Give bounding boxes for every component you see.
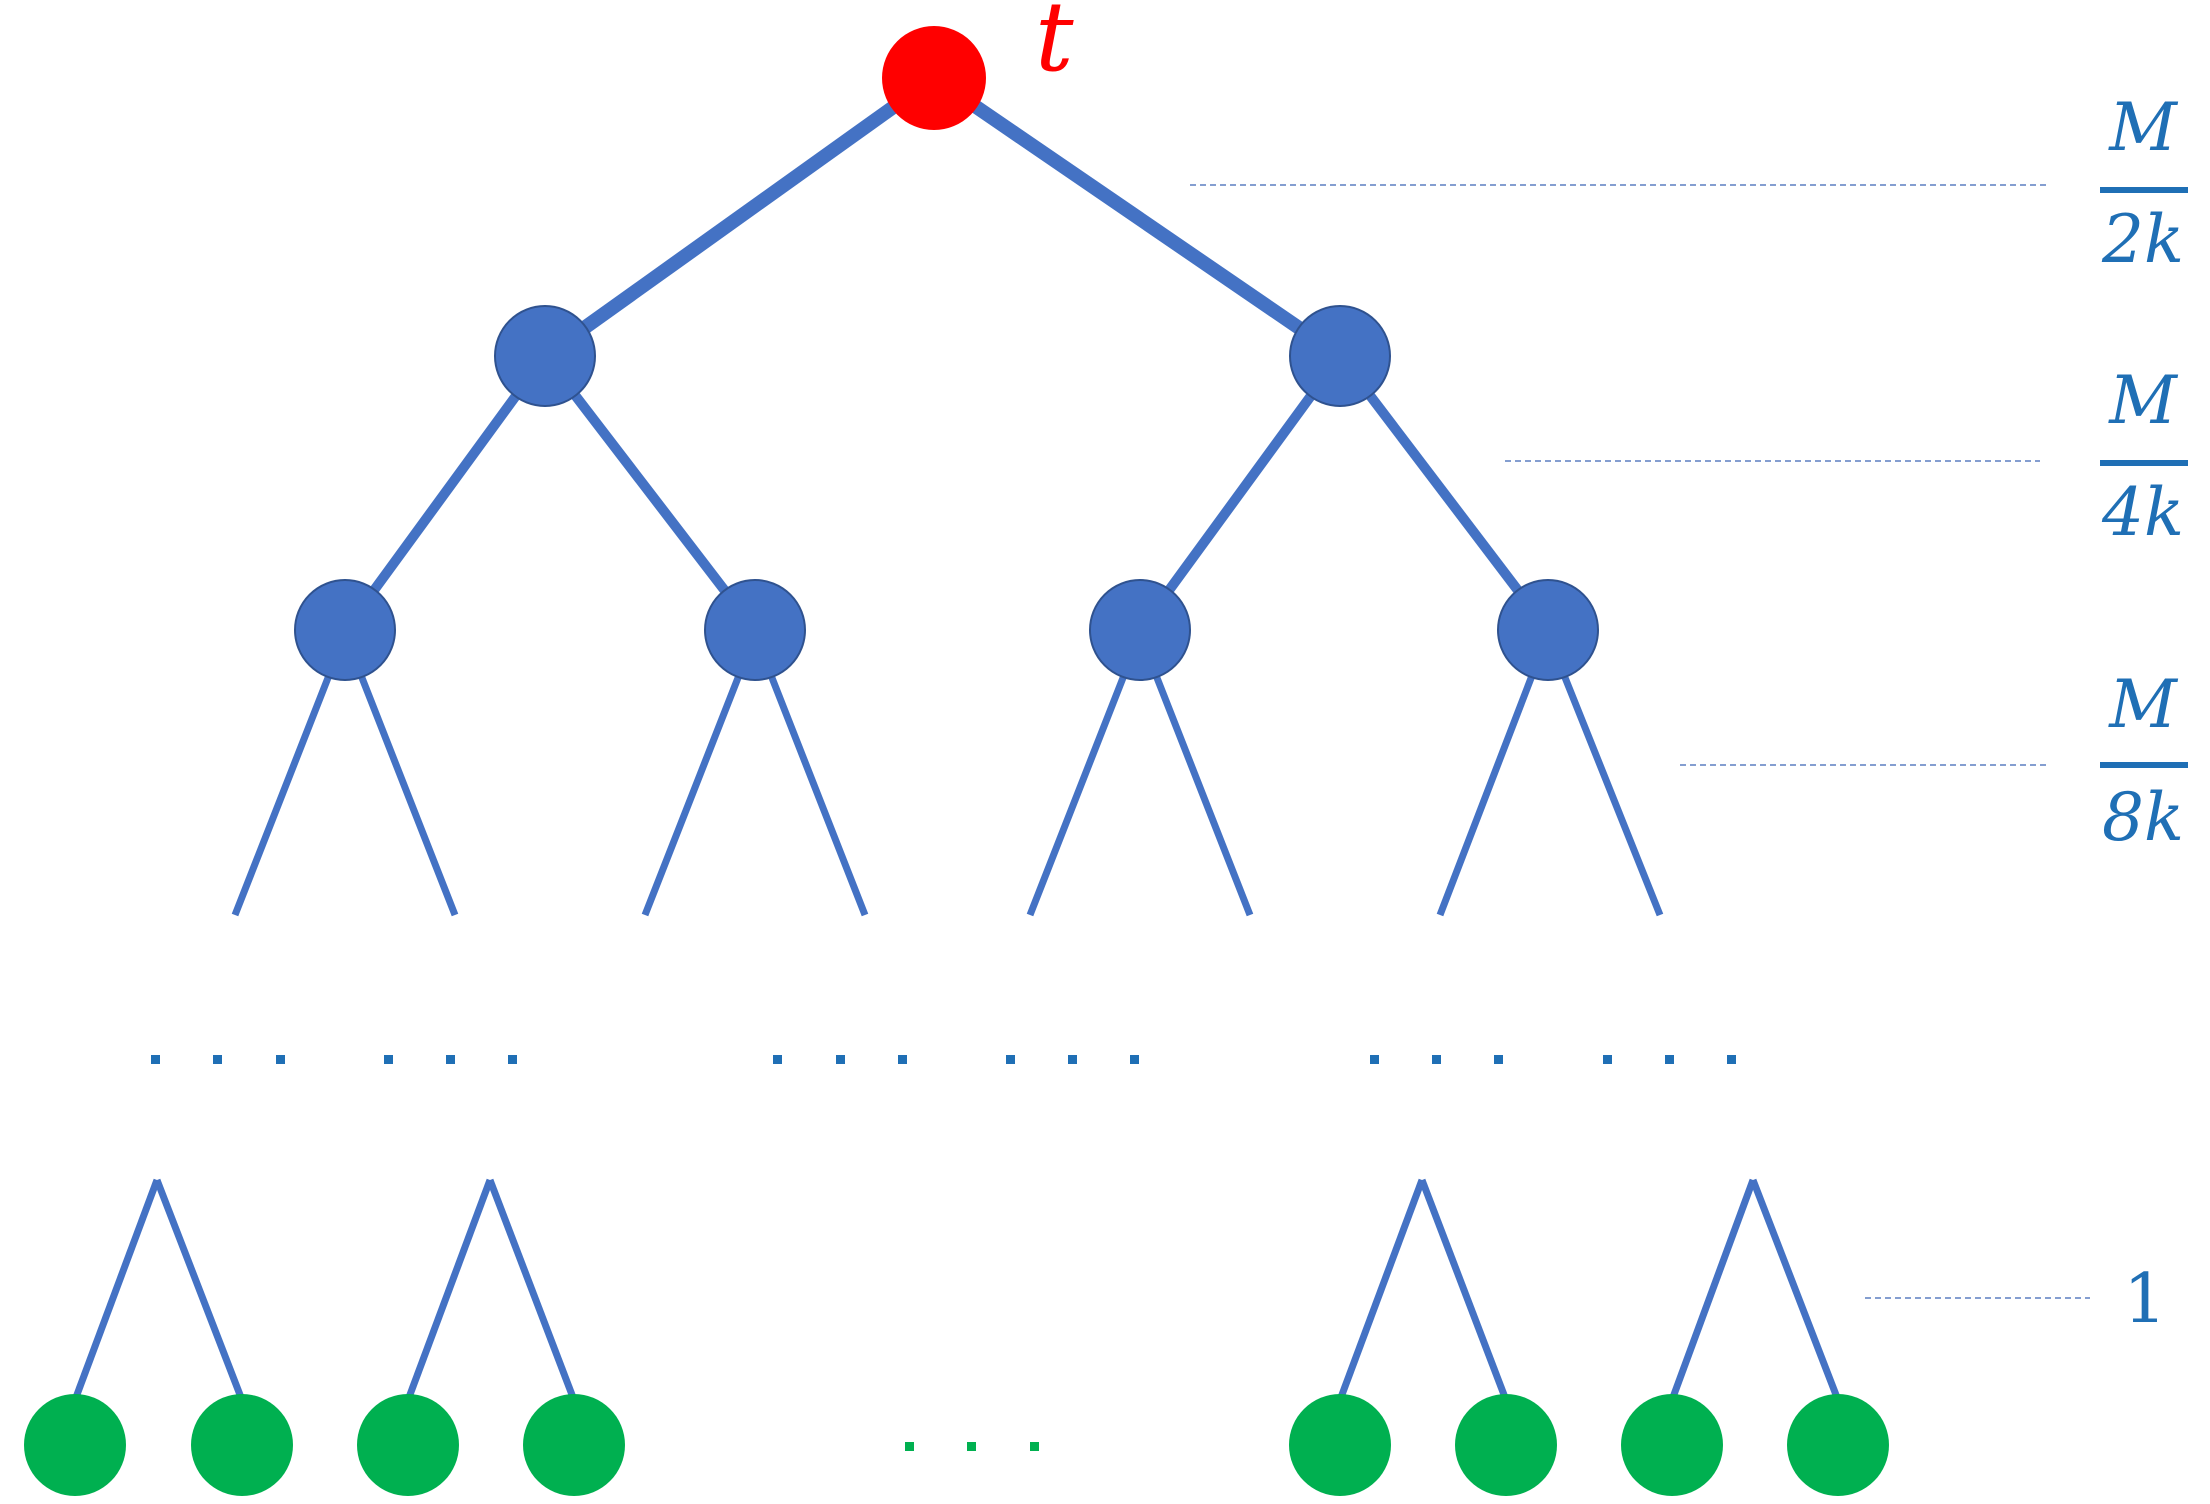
ellipsis-dot bbox=[508, 1055, 517, 1064]
leaf-nodes bbox=[24, 1394, 1889, 1496]
edge bbox=[1436, 658, 1542, 917]
leaf-node bbox=[357, 1394, 459, 1496]
level-label-2: M 4k bbox=[2100, 362, 2188, 551]
fraction-denominator: 4k bbox=[2101, 474, 2184, 551]
root-node bbox=[882, 26, 986, 130]
ellipsis-dot bbox=[276, 1055, 285, 1064]
edge bbox=[340, 353, 550, 633]
edge bbox=[351, 658, 459, 917]
edge bbox=[1336, 352, 1552, 634]
leaf-node bbox=[1455, 1394, 1557, 1496]
edge bbox=[1554, 658, 1664, 917]
level-label-3: M 8k bbox=[2100, 666, 2188, 856]
edge bbox=[486, 1178, 578, 1402]
leaf-node bbox=[191, 1394, 293, 1496]
root-label: t bbox=[1035, 0, 1074, 93]
edge-root-right bbox=[930, 72, 1344, 362]
ellipsis-dot bbox=[836, 1055, 845, 1064]
edge bbox=[1336, 1178, 1426, 1402]
level-3-edges bbox=[231, 658, 1664, 917]
leaf-node bbox=[523, 1394, 625, 1496]
tree-node bbox=[1497, 579, 1599, 681]
ellipsis-dot bbox=[213, 1055, 222, 1064]
edge bbox=[1668, 1178, 1757, 1402]
fraction-numerator: M bbox=[2108, 362, 2178, 439]
level-label-1: M 2k bbox=[2100, 89, 2188, 278]
fraction-numerator: M bbox=[2108, 89, 2178, 166]
tree-node bbox=[1089, 579, 1191, 681]
level-label-leaf: 1 bbox=[2123, 1260, 2166, 1339]
edge-root-left bbox=[540, 72, 939, 362]
edge bbox=[761, 658, 869, 917]
ellipsis-dot bbox=[384, 1055, 393, 1064]
tree-node bbox=[294, 579, 396, 681]
edge bbox=[1135, 353, 1345, 633]
leaf-node bbox=[1289, 1394, 1391, 1496]
ellipsis-dot bbox=[1494, 1055, 1503, 1064]
fraction-denominator: 2k bbox=[2101, 201, 2184, 278]
ellipsis-dot bbox=[1130, 1055, 1139, 1064]
edge bbox=[541, 352, 759, 634]
ellipsis-dot bbox=[1603, 1055, 1612, 1064]
edge bbox=[1749, 1178, 1842, 1402]
tree-node bbox=[1289, 305, 1391, 407]
ellipsis-dot bbox=[898, 1055, 907, 1064]
ellipsis-dot bbox=[967, 1442, 976, 1451]
level-2-edges bbox=[340, 352, 1552, 634]
fraction-numerator: M bbox=[2108, 666, 2178, 743]
fraction-denominator: 8k bbox=[2102, 779, 2184, 856]
fraction-bar bbox=[2100, 187, 2188, 193]
internal-nodes bbox=[294, 305, 1599, 681]
edge bbox=[71, 1178, 161, 1402]
leaf-node bbox=[1621, 1394, 1723, 1496]
ellipsis-dot bbox=[446, 1055, 455, 1064]
tree-node bbox=[494, 305, 596, 407]
fraction-bar bbox=[2100, 460, 2188, 466]
ellipsis-dot bbox=[1432, 1055, 1441, 1064]
edge bbox=[641, 658, 749, 917]
leaf-node bbox=[24, 1394, 126, 1496]
edge bbox=[1146, 658, 1254, 917]
ellipsis-dot bbox=[1665, 1055, 1674, 1064]
ellipsis-dot bbox=[1030, 1442, 1039, 1451]
edge bbox=[1418, 1178, 1510, 1402]
ellipsis-dot bbox=[1727, 1055, 1736, 1064]
ellipsis-dots-leaves bbox=[905, 1442, 1039, 1451]
edge bbox=[404, 1178, 494, 1402]
ellipsis-dots-middle bbox=[151, 1055, 1736, 1064]
tree-node bbox=[704, 579, 806, 681]
root-edges bbox=[540, 72, 1344, 362]
edge bbox=[153, 1178, 246, 1402]
fraction-bar bbox=[2100, 762, 2188, 768]
edge bbox=[1026, 658, 1134, 917]
ellipsis-dot bbox=[1006, 1055, 1015, 1064]
ellipsis-dot bbox=[773, 1055, 782, 1064]
leaf-edges bbox=[71, 1178, 1842, 1402]
ellipsis-dot bbox=[1068, 1055, 1077, 1064]
ellipsis-dot bbox=[1370, 1055, 1379, 1064]
level-guides bbox=[1190, 184, 2090, 1299]
leaf-node bbox=[1787, 1394, 1889, 1496]
ellipsis-dot bbox=[151, 1055, 160, 1064]
ellipsis-dot bbox=[905, 1442, 914, 1451]
edge bbox=[231, 658, 339, 917]
